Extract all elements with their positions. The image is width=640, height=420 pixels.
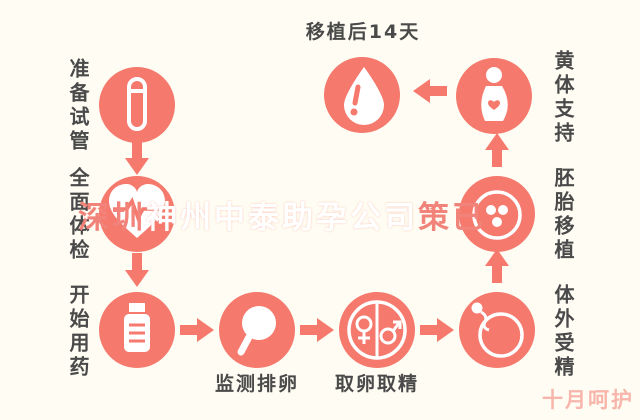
medicine-bottle-icon <box>99 292 175 368</box>
step-label-ivf: 体外受精 <box>551 284 575 380</box>
arrow-right-icon <box>180 318 214 342</box>
step-label-day14: 移植后14天 <box>305 21 421 43</box>
watermark-corner-logo: 十月呵护 <box>542 388 634 412</box>
watermark-segment: 深圳 <box>78 200 146 236</box>
step-label-retrieval: 取卵取精 <box>334 373 419 395</box>
watermark-segment: 策已 <box>418 200 486 236</box>
blood-drop-icon <box>324 57 400 133</box>
step-node-transfer <box>459 176 535 252</box>
step-node-checkup <box>99 176 175 252</box>
step-node-retrieval <box>339 292 415 368</box>
step-node-medication <box>99 292 175 368</box>
step-label-monitor: 监测排卵 <box>214 373 299 395</box>
step-label-checkup: 全面体检 <box>66 167 90 263</box>
arrow-right-icon <box>420 318 454 342</box>
arrow-right-icon <box>300 318 334 342</box>
petri-dish-sperm-icon <box>459 292 535 368</box>
step-label-prepare: 准备试管 <box>66 58 90 154</box>
step-label-medication: 开始用药 <box>66 284 90 380</box>
watermark-center: 深圳神州中泰助孕公司策已 <box>78 192 558 237</box>
step-label-transfer: 胚胎移植 <box>551 167 575 263</box>
step-node-luteal <box>456 58 532 134</box>
step-node-monitor <box>219 292 295 368</box>
embryo-dish-icon <box>459 176 535 252</box>
watermark-segment: 神州中泰助孕公司 <box>146 200 418 236</box>
arrow-left-icon <box>413 79 447 103</box>
gender-symbols-icon <box>339 292 415 368</box>
arrow-up-icon <box>485 249 509 283</box>
heartbeat-icon <box>99 176 175 252</box>
step-node-ivf <box>459 292 535 368</box>
test-tube-icon <box>99 67 175 143</box>
pregnant-woman-icon <box>456 58 532 134</box>
step-node-prepare <box>99 67 175 143</box>
step-node-day14 <box>324 57 400 133</box>
arrow-up-icon <box>485 133 509 167</box>
magnifier-icon <box>219 292 295 368</box>
arrow-down-icon <box>125 141 149 175</box>
arrow-down-icon <box>125 253 149 287</box>
step-label-luteal: 黄体支持 <box>551 50 575 146</box>
